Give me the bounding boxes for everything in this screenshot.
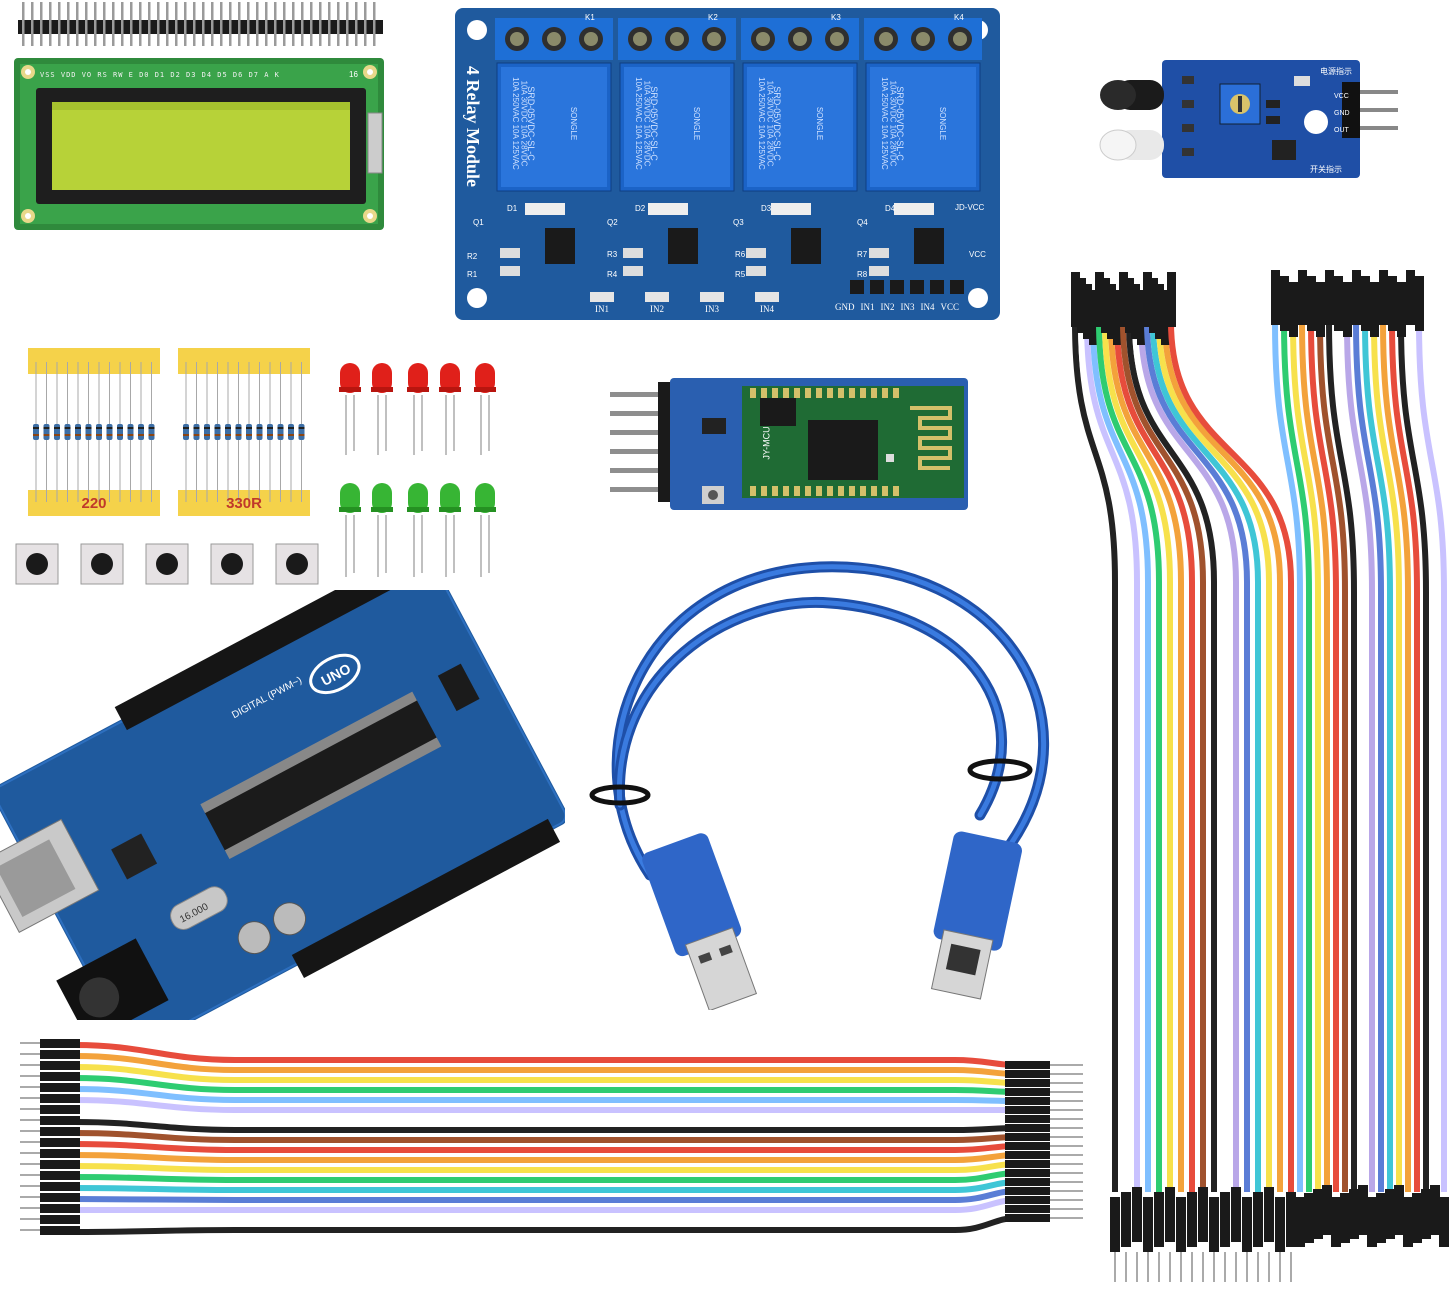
relay-part-r5: R5 bbox=[735, 270, 746, 279]
relay-brand-label: SONGLE bbox=[569, 106, 579, 141]
relay-pin-in1: IN1 bbox=[860, 302, 875, 312]
relay-pin-in2: IN2 bbox=[880, 302, 895, 312]
relay-part-q3: Q3 bbox=[733, 218, 744, 227]
relay-brand-label: SONGLE bbox=[692, 106, 702, 141]
lcd-pin-count: 16 bbox=[349, 70, 358, 79]
relay-part-d3: D3 bbox=[761, 204, 772, 213]
relay-part-r1: R1 bbox=[467, 270, 478, 279]
relay-model-label: SRD-05VDC-SL-C bbox=[648, 86, 659, 161]
relay-id-label: K3 bbox=[831, 13, 841, 22]
resistor-label-330r: 330R bbox=[226, 495, 262, 512]
lcd-module: VSS VDD VO RS RW E D0 D1 D2 D3 D4 D5 D6 … bbox=[14, 58, 384, 230]
relay-part-r8: R8 bbox=[857, 270, 868, 279]
pin-header-strip bbox=[18, 2, 383, 47]
relay-part-d1: D1 bbox=[507, 204, 518, 213]
relay-led-in1: IN1 bbox=[595, 304, 609, 314]
relay-id-label: K1 bbox=[585, 13, 595, 22]
relay-pin-vcc: VCC bbox=[940, 302, 960, 312]
relay-part-r2: R2 bbox=[467, 252, 478, 261]
relay-part-q2: Q2 bbox=[607, 218, 618, 227]
led-group bbox=[330, 355, 510, 583]
jumper-wires-vertical bbox=[1055, 262, 1450, 1292]
relay-part-r6: R6 bbox=[735, 250, 746, 259]
relay-pin-in4: IN4 bbox=[920, 302, 935, 312]
relay-pin-labels: GND IN1 IN2 IN3 IN4 VCC bbox=[835, 302, 959, 312]
ir-pin-out: OUT bbox=[1334, 127, 1349, 134]
relay-part-q1: Q1 bbox=[473, 218, 484, 227]
push-button-group bbox=[12, 540, 322, 590]
relay-model-label: SRD-05VDC-SL-C bbox=[525, 86, 536, 161]
ir-pin-gnd: GND bbox=[1334, 110, 1350, 117]
relay-part-r7: R7 bbox=[857, 250, 868, 259]
relay-id-label: K4 bbox=[954, 13, 964, 22]
relay-part-q4: Q4 bbox=[857, 218, 868, 227]
relay-model-label: SRD-05VDC-SL-C bbox=[894, 86, 905, 161]
bluetooth-module: JY-MCU bbox=[610, 378, 968, 510]
relay-led-in2: IN2 bbox=[650, 304, 664, 314]
relay-part-d4: D4 bbox=[885, 204, 896, 213]
relay-pin-gnd: GND bbox=[835, 302, 855, 312]
resistor-label-220: 220 bbox=[81, 495, 107, 512]
relay-jumper-label: JD-VCC bbox=[955, 203, 985, 212]
jumper-wires-horizontal bbox=[15, 1025, 1090, 1275]
ir-pin-vcc: VCC bbox=[1334, 93, 1349, 100]
relay-led-in3: IN3 bbox=[705, 304, 719, 314]
relay-model-label: SRD-05VDC-SL-C bbox=[771, 86, 782, 161]
relay-module-title: 4 Relay Module bbox=[463, 66, 483, 187]
relay-jumper-vcc-label: VCC bbox=[969, 250, 986, 259]
relay-led-in4: IN4 bbox=[760, 304, 774, 314]
relay-brand-label: SONGLE bbox=[938, 106, 948, 141]
resistor-pack-220: 220 bbox=[28, 348, 160, 516]
ir-pin-labels: VCC GND OUT bbox=[1334, 88, 1350, 139]
bluetooth-brand: JY-MCU bbox=[761, 426, 772, 460]
ir-switch-indicator-label: 开关指示 bbox=[1310, 165, 1342, 174]
usb-cable bbox=[580, 555, 1060, 1012]
relay-part-r3: R3 bbox=[607, 250, 618, 259]
resistor-pack-330r: 330R bbox=[178, 348, 310, 516]
arduino-uno-board: UNO DIGITAL (PWM~) 16.000 bbox=[0, 552, 568, 1052]
relay-brand-label: SONGLE bbox=[815, 106, 825, 141]
relay-module: 4 Relay Module GND IN1 IN2 IN3 IN4 VCC I… bbox=[455, 8, 1000, 320]
ir-power-indicator-label: 电源指示 bbox=[1320, 67, 1352, 76]
relay-pin-in3: IN3 bbox=[900, 302, 915, 312]
relay-part-d2: D2 bbox=[635, 204, 646, 213]
relay-id-label: K2 bbox=[708, 13, 718, 22]
ir-sensor-module: 电源指示 开关指示 VCC GND OUT bbox=[1090, 60, 1410, 180]
lcd-pin-labels: VSS VDD VO RS RW E D0 D1 D2 D3 D4 D5 D6 … bbox=[40, 71, 280, 79]
relay-part-r4: R4 bbox=[607, 270, 618, 279]
